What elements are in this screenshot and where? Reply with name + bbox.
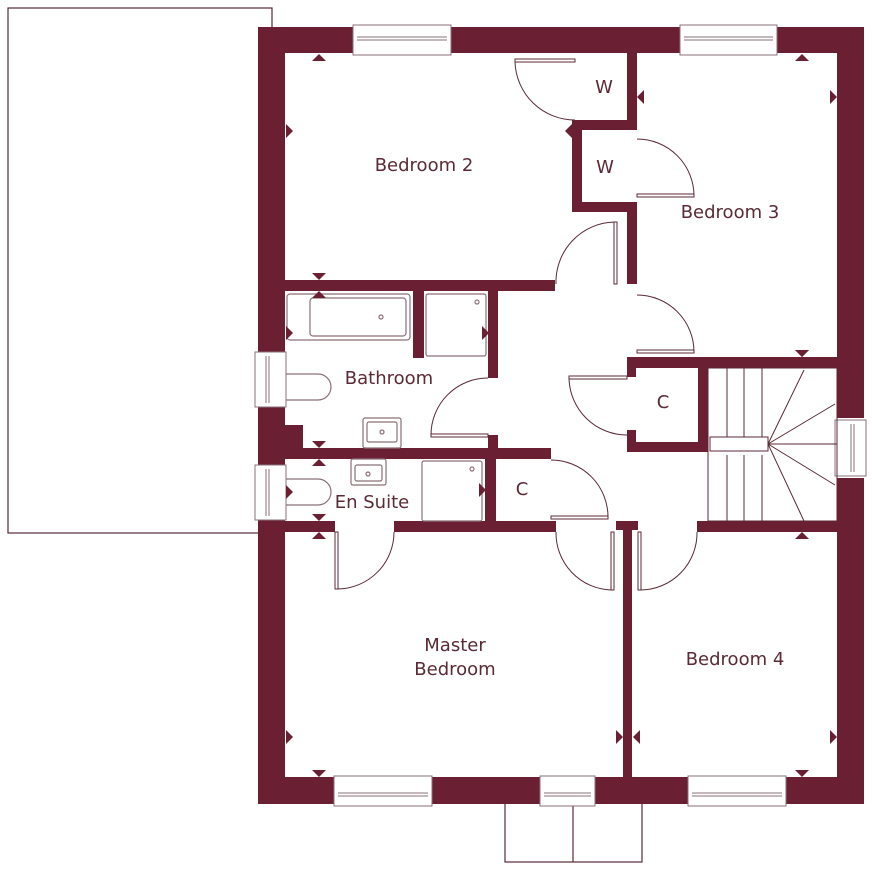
room-label-cupboard-1: C: [656, 392, 670, 413]
staircase: [707, 367, 838, 522]
master-label-line2: Bedroom: [414, 659, 496, 680]
room-label-wardrobe-1: W: [595, 77, 613, 98]
room-label-bedroom-4: Bedroom 4: [685, 649, 785, 670]
garage-outline: [7, 7, 273, 534]
room-label-cupboard-2: C: [515, 479, 529, 500]
windows: [254, 24, 867, 807]
room-label-bedroom-2: Bedroom 2: [374, 155, 474, 176]
doors: [334, 58, 698, 591]
room-label-bedroom-3: Bedroom 3: [680, 202, 780, 223]
master-label-line1: Master: [424, 635, 486, 656]
porch-canopy: [504, 802, 643, 863]
walls: [258, 27, 864, 804]
room-label-wardrobe-2: W: [596, 157, 614, 178]
sanitary-fixtures: [286, 293, 487, 522]
room-label-master-bedroom: Master Bedroom: [414, 634, 495, 682]
room-label-bathroom: Bathroom: [344, 368, 434, 389]
dimension-markers: [286, 54, 837, 777]
room-label-en-suite: En Suite: [334, 492, 410, 513]
